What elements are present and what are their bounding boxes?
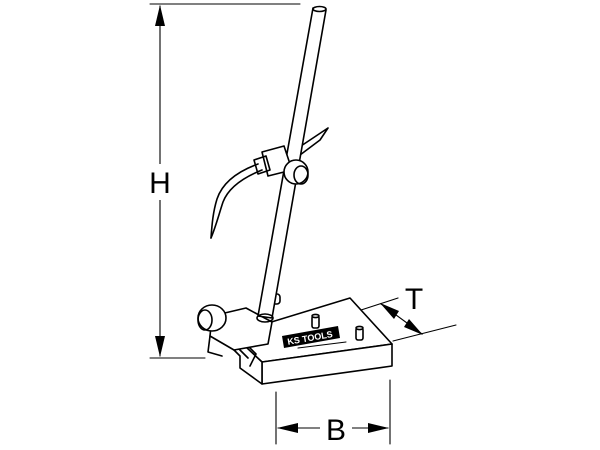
b-arrow-left — [277, 423, 298, 433]
needle-curved-point — [210, 163, 259, 239]
dimension-t: T — [357, 283, 457, 342]
holder-ring — [253, 155, 271, 175]
base-pin-rear-top — [311, 313, 320, 319]
h-label: H — [149, 167, 171, 200]
h-arrow-bottom — [155, 336, 165, 357]
logo-plate — [282, 326, 340, 348]
b-label-mask — [320, 410, 352, 446]
t-label: T — [405, 283, 423, 316]
h-label-mask — [144, 164, 176, 200]
dimension-h: H — [144, 3, 301, 359]
base-engraved-line — [297, 341, 347, 349]
clamp-knob-face — [197, 309, 213, 331]
dimension-b: B — [275, 379, 391, 447]
holder-lock-knob-face — [293, 165, 309, 185]
column-top-cap — [312, 5, 327, 13]
t-extension-front — [392, 324, 457, 342]
scriber-holder — [253, 145, 309, 185]
scriber-needle — [210, 127, 329, 239]
needle-tail — [291, 127, 329, 159]
t-arrow-front — [404, 319, 423, 335]
t-extension-back — [357, 297, 399, 312]
base-pin-front-top — [355, 325, 364, 331]
t-arrow-back — [380, 303, 399, 319]
h-arrow-top — [155, 5, 165, 26]
b-label: B — [326, 414, 346, 447]
b-arrow-right — [368, 423, 389, 433]
column-bottom — [256, 313, 274, 323]
base-block: KS TOOLS — [231, 297, 393, 385]
clamp-lower-lip — [207, 335, 223, 357]
needle-curved-point-inner — [210, 169, 263, 239]
